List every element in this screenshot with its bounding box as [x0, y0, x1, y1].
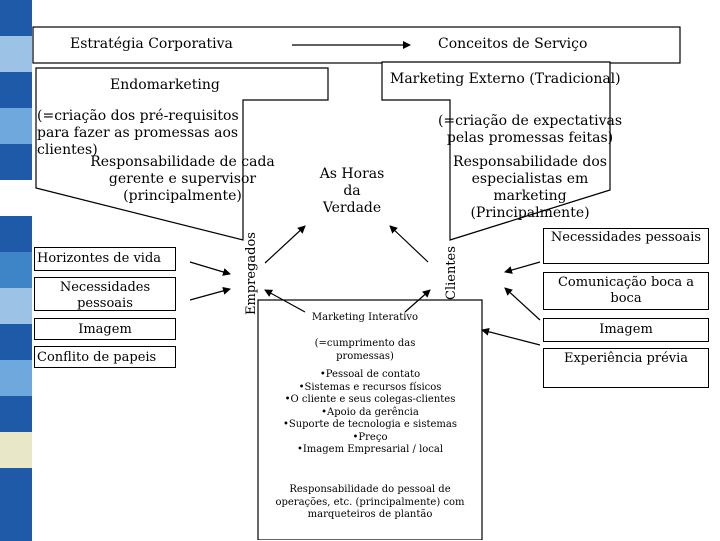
stripe-segment — [0, 324, 32, 361]
stripe-segment — [0, 144, 32, 181]
left-factor-personal-needs: Necessidades pessoais — [34, 277, 176, 311]
right-factors-arrow-3 — [481, 327, 541, 346]
left-factors-arrow-2 — [189, 286, 231, 301]
stripe-segment — [0, 288, 32, 325]
stripe-segment — [0, 0, 32, 37]
right-factors-arrow-2 — [504, 287, 541, 321]
customers-to-moments-arrow — [389, 225, 429, 263]
list-item: •Pessoal de contato — [319, 369, 421, 380]
interactive-marketing-items: •Pessoal de contato •Sistemas e recursos… — [262, 369, 478, 457]
internal-marketing-title: Endomarketing — [110, 77, 220, 93]
customers-label: Clientes — [444, 246, 459, 300]
external-marketing-description: (=criação de expectativas pelas promessa… — [437, 113, 623, 146]
internal-marketing-description: (=criação dos pré-requisitos para fazer … — [37, 108, 239, 158]
stripe-segment — [0, 252, 32, 289]
left-factor-life-horizons: Horizontes de vida — [34, 247, 176, 271]
stripe-segment — [0, 216, 32, 253]
interactive-marketing-subtitle: (=cumprimento das promessas) — [314, 338, 416, 362]
external-marketing-title: Marketing Externo (Tradicional) — [390, 71, 621, 87]
right-factors-arrow-1 — [504, 261, 541, 274]
moments-of-truth-label: As Horas da Verdade — [319, 166, 385, 216]
interactive-to-customers-arrow — [404, 289, 431, 313]
stripe-segment — [0, 504, 32, 541]
corporate-strategy-label: Estratégia Corporativa — [70, 36, 233, 52]
stripe-segment — [0, 36, 32, 73]
stripe-segment — [0, 468, 32, 505]
stripe-segment — [0, 360, 32, 397]
interactive-to-employees-arrow — [264, 289, 306, 313]
right-factor-personal-needs: Necessidades pessoais — [543, 228, 709, 264]
internal-marketing-responsibility: Responsabilidade de cada gerente e super… — [90, 154, 275, 204]
list-item: •Sistemas e recursos físicos — [298, 381, 442, 393]
left-factor-image: Imagem — [34, 318, 176, 340]
stripe-segment — [0, 396, 32, 433]
list-item: •O cliente e seus colegas-clientes — [284, 394, 456, 405]
left-factor-role-conflict: Conflito de papeis — [34, 346, 176, 368]
interactive-marketing-title: Marketing Interativo — [311, 312, 419, 323]
interactive-marketing-responsibility: Responsabilidade do pessoal de operações… — [275, 484, 465, 520]
service-concepts-label: Conceitos de Serviço — [438, 36, 588, 52]
employees-to-moments-arrow — [264, 225, 306, 264]
list-item: •Apoio da gerência — [321, 406, 419, 418]
employees-label: Empregados — [244, 232, 259, 315]
stripe-segment — [0, 180, 32, 217]
external-marketing-responsibility: Responsabilidade dos especialistas em ma… — [453, 154, 607, 221]
interactive-marketing-box — [257, 299, 483, 540]
stripe-segment — [0, 72, 32, 109]
right-factor-image: Imagem — [543, 318, 709, 342]
list-item: •Imagem Empresarial / local — [296, 444, 444, 455]
right-factor-word-of-mouth: Comunicação boca a boca — [543, 272, 709, 310]
stripe-segment — [0, 108, 32, 145]
list-item: •Preço — [352, 431, 388, 443]
list-item: •Suporte de tecnologia e sistemas — [282, 419, 458, 430]
external-marketing-shape — [381, 61, 611, 241]
internal-marketing-shape — [35, 67, 329, 241]
left-factors-arrow-1 — [189, 261, 231, 276]
right-factor-previous-experience: Experiência prévia — [543, 348, 709, 388]
stripe-segment — [0, 432, 32, 469]
